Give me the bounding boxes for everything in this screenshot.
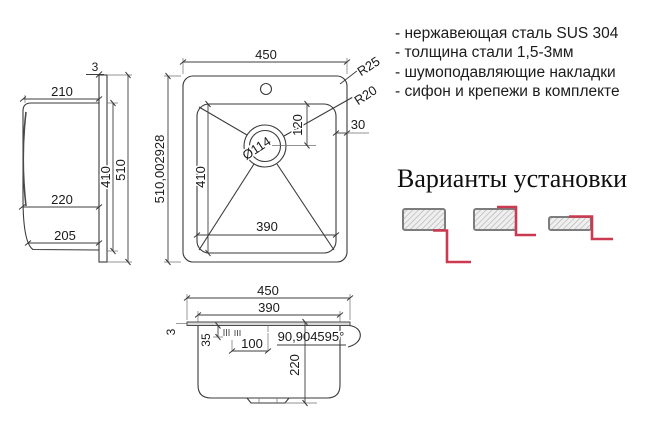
drain-outer-circle (243, 124, 287, 168)
countertop-topmount (548, 216, 592, 231)
side-dim-510: 510 (113, 159, 128, 181)
top-radius-r20: R20 (351, 82, 379, 108)
spec-item-sound-pads: - шумоподавляющие накладки (395, 63, 616, 81)
sink-profile-topmount (569, 215, 613, 241)
front-angle-label: 90,904595° (278, 329, 345, 344)
side-dim-220: 220 (51, 192, 73, 207)
installation-title: Варианты установки (397, 164, 628, 193)
top-dim-30: 30 (351, 117, 365, 132)
front-dim-450: 450 (257, 283, 279, 298)
drain-inner-circle (248, 129, 282, 163)
top-inner-rect (196, 103, 337, 254)
front-dim-35: 35 (199, 333, 213, 347)
top-dim-510: 510,002928 (152, 135, 167, 204)
top-dim-410: 410 (193, 166, 208, 188)
sink-profile-undermount (433, 229, 471, 264)
front-bowl-outline (197, 325, 341, 399)
spec-list: - нержавеющая сталь SUS 304 - толщина ст… (395, 24, 645, 102)
front-dim-390: 390 (258, 300, 280, 315)
side-dim-410: 410 (98, 166, 113, 188)
top-dim-120: 120 (290, 114, 305, 136)
sink-profile-flushmount (497, 205, 536, 237)
front-view: 450 390 3 35 (163, 282, 361, 407)
side-rim-panel (98, 74, 108, 263)
side-bowl-curve (22, 111, 27, 207)
top-outer-rect (182, 75, 348, 263)
side-dim-205: 205 (54, 228, 76, 243)
faucet-hole (259, 82, 273, 96)
side-dim-210: 210 (51, 84, 73, 99)
spec-item-material: - нержавеющая сталь SUS 304 (395, 25, 619, 42)
top-radius-r25: R25 (354, 53, 382, 79)
installation-diagrams (402, 205, 613, 264)
front-rim-bar (186, 321, 351, 326)
side-view: 3 210 220 205 410 510 (18, 59, 132, 266)
spec-item-siphon: - сифон и крепежи в комплекте (395, 83, 620, 101)
countertop-undermount (402, 208, 446, 231)
top-dim-390: 390 (256, 219, 278, 234)
front-drain (246, 397, 290, 404)
top-view: R25 R20 Ø114 450 510,002928 410 390 120 (151, 46, 384, 266)
countertop-flushmount (473, 208, 517, 231)
front-dim-220: 220 (287, 354, 302, 376)
mounting-clips (223, 329, 241, 336)
top-dim-450: 450 (255, 47, 277, 62)
spec-item-thickness: - толщина стали 1,5-3мм (395, 44, 574, 62)
front-dim-3: 3 (164, 328, 178, 335)
front-corner-flap (347, 324, 361, 348)
front-dim-100: 100 (241, 336, 263, 351)
side-dim-3: 3 (92, 60, 99, 74)
